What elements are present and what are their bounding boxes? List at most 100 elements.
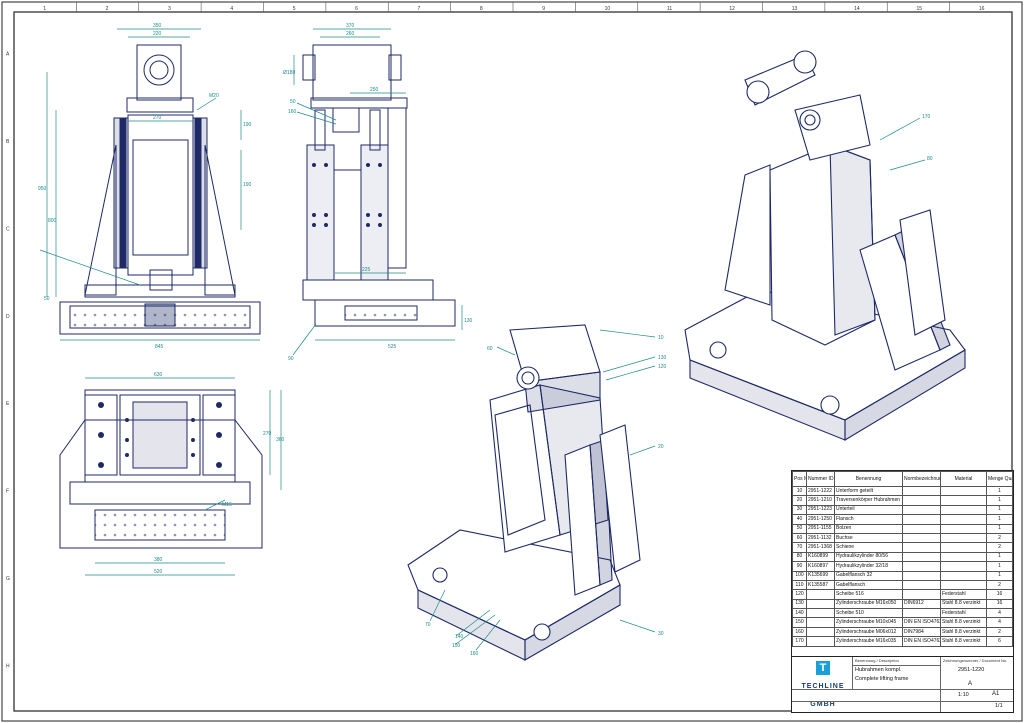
- parts-list-column-header: Benennung: [834, 471, 903, 487]
- revision: A: [968, 681, 973, 687]
- parts-list-cell: Zylinderschraube M10x045: [834, 617, 903, 628]
- parts-list-cell: 2951-1223: [806, 504, 835, 516]
- parts-list-cell: 4: [986, 617, 1013, 628]
- parts-list-cell: [940, 504, 987, 516]
- parts-list-cell: [902, 561, 941, 572]
- parts-list-cell: [940, 495, 987, 506]
- callout-170: 170: [922, 114, 931, 120]
- drawing-number: 2951-1220: [958, 667, 985, 673]
- zone-number: 6: [355, 6, 358, 12]
- parts-list-cell: 2: [986, 626, 1013, 638]
- parts-list-cell: [902, 504, 941, 516]
- dim-side-dia: Ø180: [283, 70, 295, 76]
- label-side-50: 50: [290, 99, 296, 105]
- parts-list-cell: [902, 514, 941, 525]
- callout-160: 160: [470, 651, 479, 657]
- parts-list-cell: K160899: [806, 551, 835, 563]
- parts-list-cell: 90: [792, 561, 807, 572]
- parts-list-cell: 70: [792, 542, 807, 553]
- parts-list-cell: [806, 636, 835, 647]
- parts-list-cell: Scheibe 510: [834, 608, 903, 619]
- parts-list-column-header: Menge Quantity: [986, 471, 1013, 487]
- parts-list-cell: [902, 495, 941, 506]
- parts-list-cell: 50: [792, 523, 807, 534]
- dim-front-side-b: 190: [243, 182, 252, 188]
- parts-list-cell: 2951-1222: [806, 485, 835, 497]
- dim-top-360: 360: [276, 437, 285, 443]
- parts-list-cell: 100: [792, 570, 807, 581]
- dim-front-side-a: 190: [243, 122, 252, 128]
- callout-130: 130: [658, 355, 667, 361]
- parts-list-cell: [902, 523, 941, 534]
- callout-70: 70: [425, 622, 431, 628]
- parts-list-cell: Stahl 8.8 verzinkt: [940, 617, 987, 628]
- parts-list-cell: [902, 542, 941, 553]
- parts-list-cell: Gabelflansch 32: [834, 570, 903, 581]
- zone-number: 8: [480, 6, 483, 12]
- parts-list-cell: 1: [986, 514, 1013, 525]
- parts-list-cell: DIN EN ISO4762: [902, 636, 941, 647]
- parts-list-cell: [940, 485, 987, 497]
- parts-list-cell: 170: [792, 636, 807, 647]
- parts-list-cell: [902, 570, 941, 581]
- parts-list-cell: K135587: [806, 579, 835, 591]
- scale: 1:10: [958, 692, 969, 698]
- parts-list-cell: Buchse: [834, 532, 903, 544]
- zone-letter: E: [6, 401, 10, 407]
- parts-list-cell: [806, 617, 835, 628]
- parts-list-column-header: Normbezeichnung Standard: [902, 471, 941, 487]
- zone-number: 2: [106, 6, 109, 12]
- parts-list-cell: [940, 523, 987, 534]
- parts-list-cell: 2951-1132: [806, 532, 835, 544]
- zone-number: 15: [916, 6, 922, 12]
- dim-front-total-height: 950: [38, 186, 47, 192]
- parts-list-cell: Federstahl: [940, 608, 987, 619]
- parts-list-cell: 1: [986, 523, 1013, 534]
- parts-list-cell: 2: [986, 579, 1013, 591]
- dim-top-390: 380: [154, 557, 163, 563]
- parts-list-cell: Flansch: [834, 514, 903, 525]
- callout-60: 60: [487, 346, 493, 352]
- company-name: TECHLINE GMBH: [801, 683, 845, 708]
- dim-front-bottom: 50: [44, 296, 50, 302]
- dim-top-width: 630: [154, 372, 163, 378]
- parts-list-cell: Schiene: [834, 542, 903, 553]
- parts-list-cell: 2: [986, 532, 1013, 544]
- parts-list-cell: 1: [986, 561, 1013, 572]
- parts-list-cell: DIN7984: [902, 626, 941, 638]
- parts-list-column-header: Pos Item: [792, 471, 807, 487]
- parts-list-cell: DIN EN ISO4762: [902, 617, 941, 628]
- zone-number: 13: [792, 6, 798, 12]
- zone-number: 10: [605, 6, 611, 12]
- parts-list-column-header: Material: [940, 471, 987, 487]
- dim-side-130: 130: [464, 318, 473, 324]
- sheet-format: A1: [992, 691, 1000, 697]
- company-logo: T TECHLINE GMBH: [794, 659, 853, 708]
- parts-list: Pos ItemNummer ID numberBenennungNormbez…: [791, 470, 1014, 658]
- parts-list-cell: [902, 485, 941, 497]
- parts-list-cell: 30: [792, 504, 807, 516]
- title-block: T TECHLINE GMBH Benennung / Description …: [791, 656, 1014, 713]
- parts-list-cell: [940, 532, 987, 544]
- parts-list-cell: 150: [792, 617, 807, 628]
- dim-top-520: 520: [154, 569, 163, 575]
- zone-number: 3: [168, 6, 171, 12]
- parts-list-cell: 2951-1155: [806, 523, 835, 534]
- parts-list-cell: 120: [792, 589, 807, 600]
- zone-number: 4: [230, 6, 233, 12]
- parts-list-cell: DIN6912: [902, 598, 941, 610]
- callout-120: 120: [658, 364, 667, 370]
- parts-list-cell: 1: [986, 485, 1013, 497]
